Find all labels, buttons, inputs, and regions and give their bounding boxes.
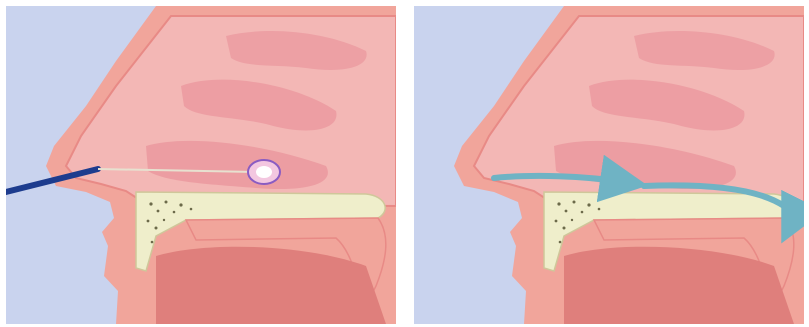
panel-right-svg xyxy=(414,6,804,324)
panel-spray xyxy=(414,6,804,324)
target-center xyxy=(256,166,272,178)
panel-swab xyxy=(6,6,396,324)
panel-left-svg xyxy=(6,6,396,324)
